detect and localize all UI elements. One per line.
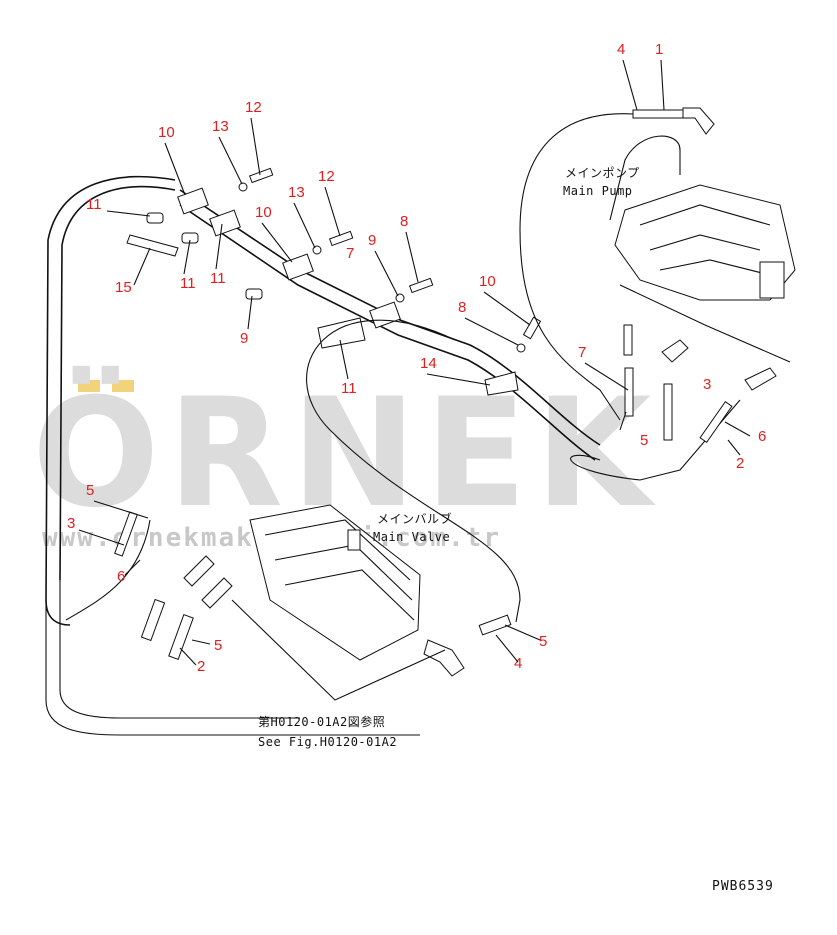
main-valve-label-en: Main Valve — [373, 530, 450, 544]
callout-5-d: 2 — [197, 658, 205, 675]
drawing-code: PWB6539 — [712, 879, 774, 894]
watermark-accent-dot — [112, 380, 134, 392]
washer-9-b — [516, 343, 526, 353]
valve-port — [347, 529, 361, 551]
hose-fitting-2 — [699, 400, 733, 444]
hose-pump-right — [570, 399, 741, 481]
clamp-10-b — [209, 209, 241, 237]
pump-hose — [609, 135, 681, 221]
callout-12-b: 12 — [318, 168, 335, 185]
bracket-14 — [317, 317, 366, 349]
callout-15: 15 — [115, 279, 132, 296]
clamp-10-c — [282, 253, 314, 281]
valve-elbow — [423, 639, 465, 677]
pump-body — [614, 184, 796, 301]
callout-8: 8 — [400, 213, 408, 230]
callout-8-b: 10 — [479, 273, 496, 290]
callout-1-b: 4 — [514, 655, 522, 672]
hose-fitting-5-left — [140, 598, 166, 642]
ref-label-jp: 第H0120-01A2図参照 — [258, 714, 385, 729]
left-hose-loop — [45, 175, 420, 736]
leaders — [78, 59, 751, 666]
valve-fitting-left-2 — [201, 577, 233, 609]
callout-9-b: 8 — [458, 299, 466, 316]
elbow-fitting — [661, 339, 689, 363]
bolt-12 — [248, 167, 274, 184]
callout-3-b: 5 — [86, 482, 94, 499]
valve-hose-fitting-1 — [478, 614, 512, 636]
ref-lines — [231, 599, 446, 701]
plate-15 — [126, 234, 179, 257]
callout-10: 10 — [158, 124, 175, 141]
callout-2-b: 5 — [214, 637, 222, 654]
hose-mid-loop — [306, 319, 521, 623]
fitting-4-top — [632, 109, 684, 119]
hose-left-to-valve — [65, 519, 151, 621]
callout-2: 6 — [758, 428, 766, 445]
callout-7: 7 — [346, 245, 354, 262]
callout-13-b: 13 — [288, 184, 305, 201]
bolt-8 — [408, 277, 434, 294]
callout-6-b: 3 — [67, 515, 75, 532]
watermark: ÖRNEK www.ornekmakinalari.com.tr — [32, 365, 659, 553]
nipple — [623, 324, 633, 356]
callout-13: 13 — [212, 118, 229, 135]
main-pump — [609, 107, 796, 363]
bolt-8-b — [522, 316, 542, 340]
hose-bundle-bottom — [179, 204, 596, 461]
text-labels: メインポンプ Main Pump メインバルブ Main Valve 第H012… — [258, 166, 774, 894]
callout-4-b: 5 — [539, 633, 547, 650]
callout-11-b: 11 — [180, 275, 196, 292]
spacer-11 — [146, 212, 164, 224]
hose-fitting-5 — [663, 383, 673, 441]
watermark-accent-dot — [78, 380, 100, 392]
callout-14: 11 — [341, 380, 357, 397]
callout-9: 9 — [368, 232, 376, 249]
callouts: 4 1 12 13 10 13 12 11 8 10 9 7 11 15 11 … — [67, 41, 766, 675]
valve-fitting-left — [183, 555, 215, 587]
callout-12: 12 — [245, 99, 262, 116]
callout-3: 7 — [578, 344, 586, 361]
main-pump-label-jp: メインポンプ — [565, 166, 640, 180]
pump-detail — [639, 204, 771, 276]
bolt-12-b — [328, 230, 354, 247]
callout-1: 1 — [655, 41, 663, 58]
hose-fitting-6 — [624, 367, 634, 417]
main-valve — [65, 504, 512, 701]
clamp-7 — [369, 301, 401, 329]
callout-6: 5 — [640, 432, 648, 449]
valve-body — [249, 504, 421, 661]
callout-7-b: 14 — [420, 355, 437, 372]
elbow-1-top — [682, 107, 715, 135]
callout-11-c: 9 — [240, 330, 248, 347]
straight-fitting — [744, 367, 777, 391]
hose-bottom-run — [45, 600, 420, 736]
ref-label-en: See Fig.H0120-01A2 — [258, 735, 397, 749]
hose-left-outer — [45, 175, 176, 626]
watermark-brand: ÖRNEK — [32, 365, 659, 541]
hose-bundle-top — [179, 189, 601, 446]
pump-hoses — [306, 113, 777, 623]
callout-5: 3 — [703, 376, 711, 393]
hose-bottom-run-2 — [59, 580, 300, 719]
callout-5-b: 2 — [736, 455, 744, 472]
callout-10-c: 11 — [210, 270, 226, 287]
callout-10-b: 10 — [255, 204, 272, 221]
pump-shaft — [759, 261, 785, 299]
hose-fitting-2-left — [168, 613, 194, 661]
spacer-11-c — [245, 288, 263, 300]
clamp-7-b — [484, 371, 519, 396]
washer-13 — [238, 182, 248, 192]
callout-4: 4 — [617, 41, 625, 58]
pump-guide-line — [619, 284, 791, 363]
main-pump-label-en: Main Pump — [563, 184, 633, 198]
callout-11: 11 — [86, 196, 102, 213]
callout-5-c: 6 — [117, 568, 125, 585]
main-valve-label-jp: メインバルブ — [377, 511, 452, 526]
leader-lines — [78, 59, 751, 666]
hose-left-inner — [59, 185, 176, 581]
hose-pump-down — [519, 113, 634, 421]
